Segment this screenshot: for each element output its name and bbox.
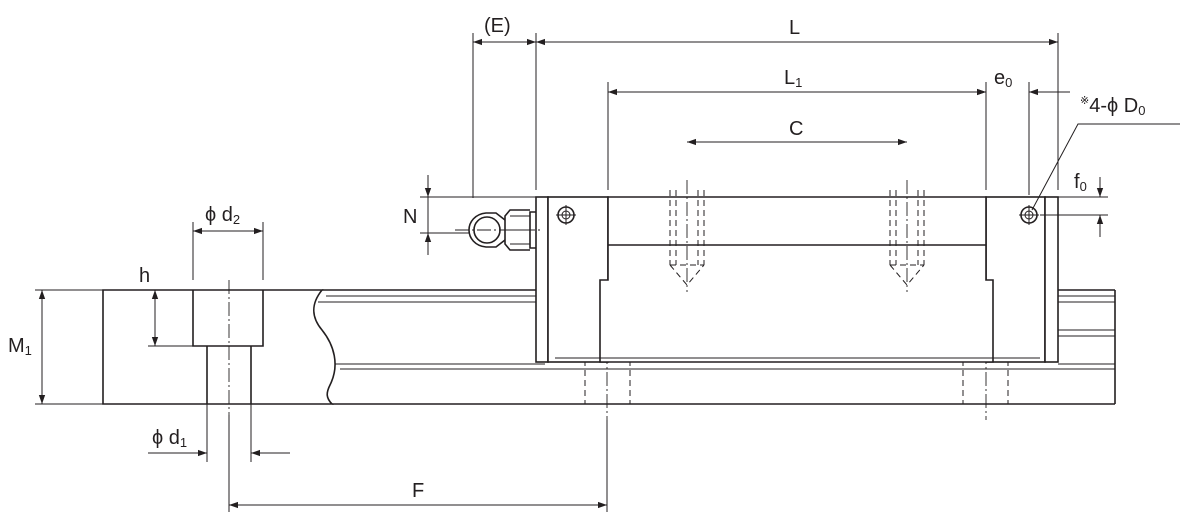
label-F: F <box>412 480 424 502</box>
label-L1: L1 <box>784 67 802 90</box>
label-f0: f0 <box>1074 171 1087 194</box>
label-N: N <box>403 206 417 228</box>
label-C: C <box>789 118 803 140</box>
label-d1: ϕ d1 <box>152 427 187 450</box>
dimension-labels: (E) L L1 e0 ※4-ϕ D0 C N f0 ϕ d2 h M1 ϕ d… <box>8 15 1145 502</box>
label-M1: M1 <box>8 335 32 358</box>
label-d2: ϕ d2 <box>205 204 240 227</box>
end-plate-hole-right <box>1019 205 1039 225</box>
label-e0: e0 <box>994 67 1012 90</box>
label-E: (E) <box>484 15 511 37</box>
grease-nipple <box>455 209 540 251</box>
label-L: L <box>789 17 800 39</box>
dimension-lines <box>35 33 1180 512</box>
rail-mounting-hole <box>192 280 264 415</box>
block-tapped-holes <box>669 180 925 292</box>
label-h: h <box>139 265 150 287</box>
label-D0: ※4-ϕ D0 <box>1080 95 1145 118</box>
carriage-block <box>535 196 1059 363</box>
end-plate-hole-left <box>556 205 576 225</box>
